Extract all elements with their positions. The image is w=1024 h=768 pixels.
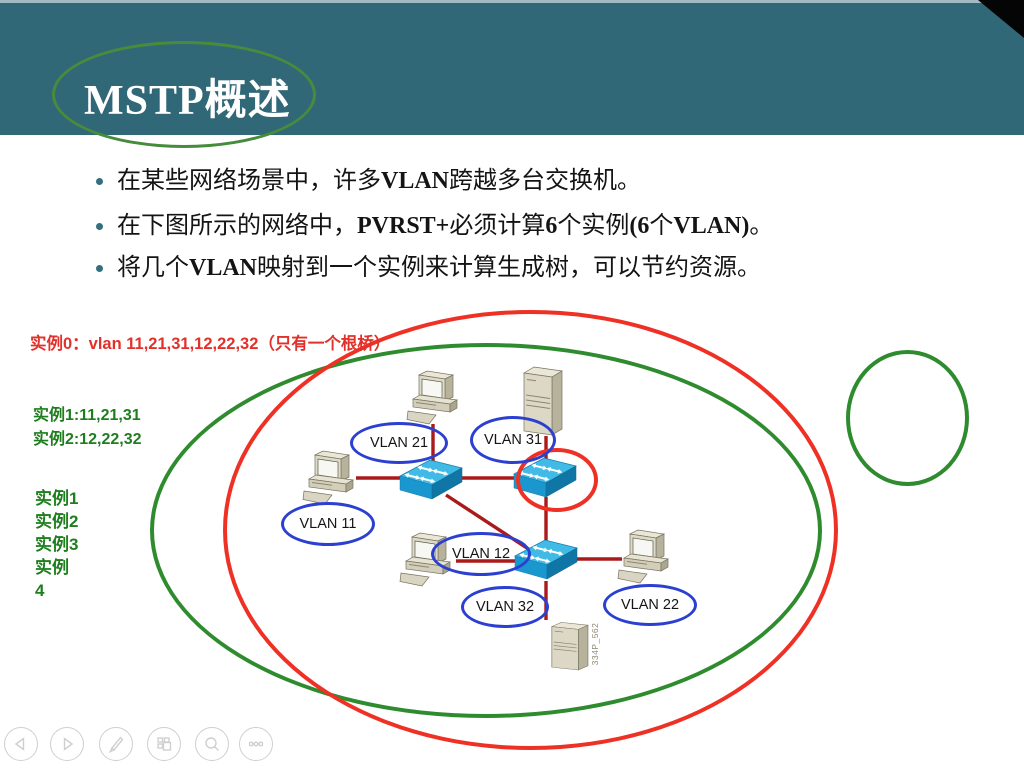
see-all-slides-icon — [157, 737, 172, 751]
magnifier-icon — [205, 737, 219, 751]
instance0-red-ellipse — [223, 310, 838, 750]
instance-list-line: 实例2 — [35, 512, 79, 531]
vlan-22-bubble: VLAN 22 — [603, 584, 697, 626]
pen-icon — [108, 736, 124, 753]
zoom-button[interactable] — [195, 727, 229, 761]
vlan-12-label: VLAN 12 — [451, 546, 511, 562]
instance0-label: 实例0：vlan 11,21,31,12,22,32（只有一个根桥） — [30, 335, 391, 353]
instance1-map-label: 实例1:11,21,31 — [33, 407, 141, 424]
previous-arrow-icon — [14, 737, 25, 751]
computer-icon-right — [617, 529, 669, 584]
vlan-21-bubble: VLAN 21 — [350, 422, 448, 464]
instance-list-line: 4 — [35, 581, 45, 600]
vlan-11-bubble: VLAN 11 — [281, 502, 375, 546]
bullet-dot — [96, 223, 103, 230]
vlan-32-bubble: VLAN 32 — [461, 586, 549, 628]
instance-list-line: 实例1 — [35, 489, 79, 508]
vlan-32-label: VLAN 32 — [475, 599, 535, 615]
ellipsis-icon — [248, 741, 264, 747]
pen-button[interactable] — [99, 727, 133, 761]
top-edge-strip — [0, 0, 1024, 3]
bullet-dot — [96, 178, 103, 185]
previous-slide-button[interactable] — [4, 727, 38, 761]
computer-icon-top — [406, 370, 458, 425]
instance-list: 实例1 实例2 实例3 实例 4 — [35, 487, 78, 602]
bullet-text-2: 在下图所示的网络中，PVRST+必须计算6个实例(6个VLAN)。 — [117, 213, 774, 239]
bullet-dot — [96, 265, 103, 272]
vlan-21-label: VLAN 21 — [369, 435, 429, 451]
vlan-31-bubble: VLAN 31 — [470, 416, 556, 464]
slide-header: MSTP概述 — [0, 3, 1024, 148]
more-options-button[interactable] — [239, 727, 273, 761]
page-title: MSTP概述 — [84, 78, 291, 124]
bullet-item-3: 将几个VLAN映射到一个实例来计算生成树，可以节约资源。 — [96, 253, 956, 283]
server-icon-bottom — [551, 621, 589, 671]
switch-icon-1 — [400, 460, 462, 499]
title-ellipse — [52, 41, 316, 148]
bullet-text-1: 在某些网络场景中，许多VLAN跨越多台交换机。 — [117, 168, 642, 194]
figure-watermark: 334P_562 — [590, 622, 600, 666]
root-bridge-circle — [516, 448, 598, 512]
instance2-map-label: 实例2:12,22,32 — [33, 431, 142, 448]
computer-icon-left — [302, 450, 354, 505]
vlan-12-bubble: VLAN 12 — [431, 532, 531, 576]
instance-list-line: 实例 — [35, 558, 69, 577]
green-circle-right — [846, 350, 969, 486]
corner-fold-decoration — [978, 0, 1024, 38]
see-all-slides-button[interactable] — [147, 727, 181, 761]
vlan-11-label: VLAN 11 — [299, 516, 357, 532]
bullet-item-1: 在某些网络场景中，许多VLAN跨越多台交换机。 — [96, 166, 956, 196]
next-arrow-icon — [63, 737, 74, 751]
vlan-22-label: VLAN 22 — [620, 597, 680, 613]
instance-list-line: 实例3 — [35, 535, 79, 554]
bullet-item-2: 在下图所示的网络中，PVRST+必须计算6个实例(6个VLAN)。 — [96, 211, 956, 241]
vlan-31-label: VLAN 31 — [483, 432, 543, 448]
next-slide-button[interactable] — [50, 727, 84, 761]
bullet-text-3: 将几个VLAN映射到一个实例来计算生成树，可以节约资源。 — [117, 255, 762, 281]
